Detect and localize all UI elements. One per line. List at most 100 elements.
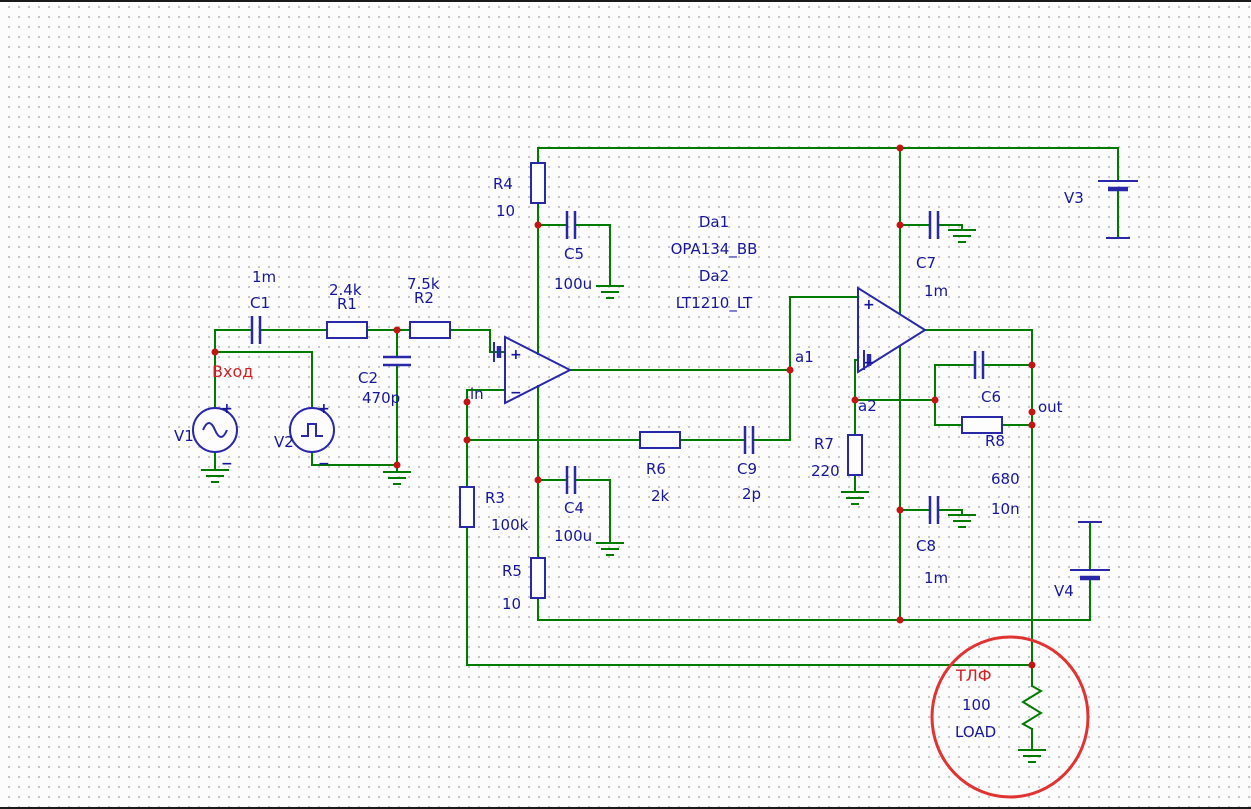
v1-minus-sign: − <box>221 456 233 472</box>
label-c6-name: C6 <box>981 388 1001 406</box>
resistor-body <box>326 321 368 339</box>
capacitor-c5 <box>565 211 577 239</box>
resistor-r3 <box>459 486 475 528</box>
resistor-r2 <box>409 321 451 339</box>
capacitor-c6 <box>973 351 985 379</box>
label-c8-name: C8 <box>916 537 936 555</box>
opamp-triangle <box>857 286 927 374</box>
label-r3-name: R3 <box>485 489 505 507</box>
battery-v4 <box>1070 521 1110 581</box>
zigzag-resistor <box>1021 684 1043 731</box>
label-node-in: in <box>470 385 484 403</box>
da1-plus-input: + <box>510 347 522 363</box>
label-c5-name: C5 <box>564 245 584 263</box>
capacitor-plates <box>565 211 577 239</box>
label-c1-value: 1m <box>252 268 276 286</box>
resistor-r7 <box>847 434 863 476</box>
label-r4-value: 10 <box>496 202 515 220</box>
battery-v3 <box>1098 180 1138 239</box>
capacitor-plates <box>565 466 577 494</box>
label-r6-name: R6 <box>646 460 666 478</box>
capacitor-c1 <box>250 316 262 344</box>
resistor-r4 <box>530 162 546 204</box>
label-da2-name: Da2 <box>699 267 729 285</box>
label-c4-name: C4 <box>564 499 584 517</box>
label-c7-name: C7 <box>916 254 936 272</box>
label-c4-value: 100u <box>554 527 592 545</box>
top-border <box>0 0 1251 2</box>
label-r3-value: 100k <box>491 516 529 534</box>
label-c7-value: 1m <box>924 282 948 300</box>
label-c9-name: C9 <box>737 460 757 478</box>
label-v2-name: V2 <box>274 433 294 451</box>
source-body <box>289 407 335 453</box>
label-da2-part: LT1210_LT <box>676 294 753 313</box>
resistor-body <box>530 162 546 204</box>
label-r5-name: R5 <box>502 562 522 580</box>
resistor-body <box>530 557 546 599</box>
label-r2-name: R2 <box>414 289 434 307</box>
label-c9-value: 2p <box>742 485 761 503</box>
capacitor-plates <box>743 426 755 454</box>
resistor-r6 <box>639 431 681 449</box>
ground-symbols <box>201 229 1046 763</box>
label-load-name: LOAD <box>955 723 996 741</box>
label-c5-value: 100u <box>554 275 592 293</box>
capacitor-plates <box>928 496 940 524</box>
label-r1-name: R1 <box>337 295 357 313</box>
voltage-source-v1: + − <box>192 401 238 472</box>
v2-plus-sign: + <box>318 401 330 417</box>
pulse-glyph <box>301 423 323 437</box>
label-c2-name: C2 <box>358 369 378 387</box>
da2-minus-input: − <box>863 355 875 371</box>
label-r2-value: 7.5k <box>407 275 440 293</box>
component-labels: 1m C1 2.4k R1 7.5k R2 Вход C2 470p V1 V2… <box>174 175 1084 741</box>
label-r8-name: R8 <box>985 432 1005 450</box>
opamp-triangle <box>504 335 573 405</box>
label-r7-name: R7 <box>814 435 834 453</box>
v1-plus-sign: + <box>221 401 233 417</box>
opamp-da1: + − <box>493 335 573 405</box>
label-load-value: 100 <box>962 696 991 714</box>
resistor-body <box>409 321 451 339</box>
v2-minus-sign: − <box>318 456 330 472</box>
da1-minus-input: − <box>510 385 522 401</box>
label-da1-name: Da1 <box>699 213 729 231</box>
label-v1-name: V1 <box>174 427 194 445</box>
label-c8-value: 1m <box>924 569 948 587</box>
capacitor-c8 <box>928 496 940 524</box>
label-r6-value: 2k <box>651 487 670 505</box>
label-r1-value: 2.4k <box>329 281 362 299</box>
resistor-r1 <box>326 321 368 339</box>
resistor-body <box>847 434 863 476</box>
resistor-body <box>459 486 475 528</box>
label-c2-value: 470p <box>362 389 400 407</box>
opamp-da2: + − <box>857 286 927 374</box>
label-c1-name: C1 <box>250 294 270 312</box>
resistor-body <box>639 431 681 449</box>
resistor-r5 <box>530 557 546 599</box>
capacitor-c9 <box>743 426 755 454</box>
label-r5-value: 10 <box>502 595 521 613</box>
highlight-circle <box>930 635 1090 799</box>
load-resistor <box>1021 684 1043 731</box>
capacitor-plates <box>928 211 940 239</box>
sine-glyph <box>202 422 228 438</box>
da2-plus-input: + <box>863 297 875 313</box>
capacitor-plates <box>250 316 262 344</box>
capacitor-c7 <box>928 211 940 239</box>
label-da1-part: OPA134_BB <box>671 240 758 259</box>
label-r4-name: R4 <box>493 175 513 193</box>
label-c6-value: 10n <box>991 500 1020 518</box>
capacitor-plates <box>973 351 985 379</box>
capacitor-plates <box>383 355 411 367</box>
capacitor-c4 <box>565 466 577 494</box>
label-phone-annotation: ТЛФ <box>955 666 992 685</box>
label-r8-value: 680 <box>991 470 1020 488</box>
bottom-border <box>0 807 1251 809</box>
label-v4-name: V4 <box>1054 582 1074 600</box>
resistor-r8 <box>961 416 1003 434</box>
capacitor-c2 <box>383 355 411 367</box>
